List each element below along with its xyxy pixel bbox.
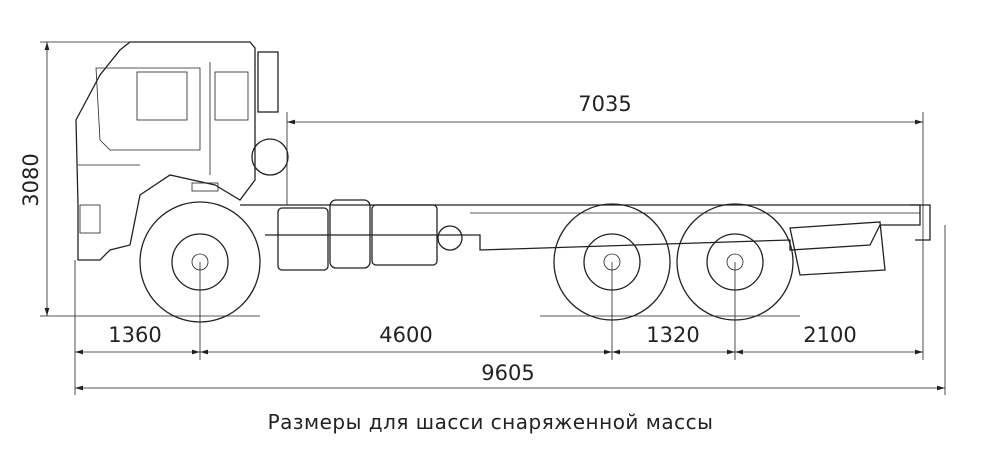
dim-wheelbase-rear: 1320 (646, 323, 699, 347)
truck-outline (40, 41, 931, 317)
dim-total-length: 9605 (481, 361, 534, 385)
dim-frame-length: 7035 (578, 92, 631, 116)
dim-front-overhang: 1360 (108, 323, 161, 347)
dim-rear-overhang: 2100 (803, 323, 856, 347)
dim-wheelbase-front: 4600 (379, 323, 432, 347)
dim-height: 3080 (19, 153, 43, 206)
caption: Размеры для шасси снаряженной массы (267, 410, 714, 434)
dimension-lines (40, 41, 946, 395)
wheels (139, 201, 794, 323)
